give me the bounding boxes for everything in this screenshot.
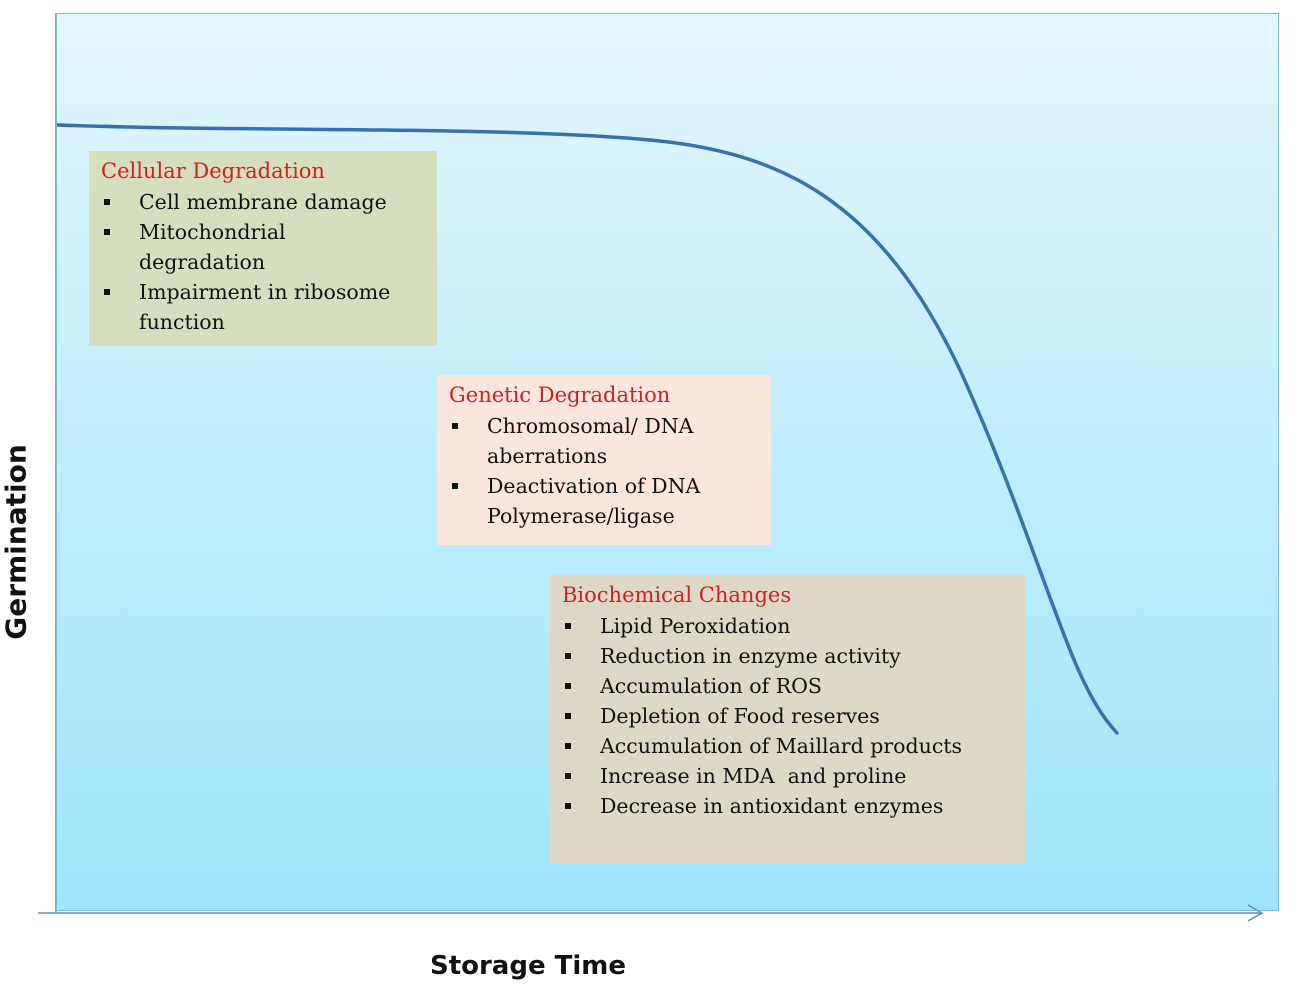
- list-item-text: Chromosomal/ DNA aberrations: [487, 414, 694, 468]
- list-item-text: Accumulation of ROS: [600, 674, 822, 698]
- list-item: Impairment in ribosome function: [101, 277, 439, 337]
- list-item: Reduction in enzyme activity: [562, 641, 1015, 671]
- list-item-text: Lipid Peroxidation: [600, 614, 791, 638]
- bullet-icon: [565, 623, 571, 629]
- genetic-degradation-title: Genetic Degradation: [449, 383, 671, 407]
- list-item: Deactivation of DNA Polymerase/ligase: [449, 471, 757, 531]
- list-item: Chromosomal/ DNA aberrations: [449, 411, 757, 471]
- list-item: Cell membrane damage: [101, 187, 427, 217]
- x-axis-label: Storage Time: [429, 951, 627, 981]
- list-item: Decrease in antioxidant enzymes: [562, 791, 1015, 821]
- y-axis-label: Germination: [0, 444, 33, 640]
- bullet-icon: [565, 713, 571, 719]
- genetic-degradation-list: Chromosomal/ DNA aberrations Deactivatio…: [449, 411, 761, 531]
- list-item-text: Reduction in enzyme activity: [600, 644, 901, 668]
- bullet-icon: [104, 229, 110, 235]
- bullet-icon: [565, 773, 571, 779]
- list-item: Increase in MDA and proline: [562, 761, 1015, 791]
- list-item: Accumulation of ROS: [562, 671, 1015, 701]
- list-item-text: Accumulation of Maillard products: [600, 734, 963, 758]
- list-item: Accumulation of Maillard products: [562, 731, 1015, 761]
- list-item: Mitochondrial degradation: [101, 217, 319, 277]
- cellular-degradation-list: Cell membrane damage Mitochondrial degra…: [101, 187, 427, 337]
- list-item-text: Increase in MDA and proline: [600, 764, 907, 788]
- bullet-icon: [565, 653, 571, 659]
- list-item-text: Cell membrane damage: [139, 190, 387, 214]
- list-item-text: Depletion of Food reserves: [600, 704, 880, 728]
- bullet-icon: [104, 199, 110, 205]
- list-item-text: Deactivation of DNA Polymerase/ligase: [487, 474, 701, 528]
- bullet-icon: [565, 743, 571, 749]
- genetic-degradation-box: Genetic Degradation Chromosomal/ DNA abe…: [437, 375, 771, 545]
- bullet-icon: [452, 483, 458, 489]
- plot-frame: [56, 13, 1279, 911]
- list-item-text: Impairment in ribosome function: [139, 280, 391, 334]
- x-axis-arrowhead: [1247, 904, 1264, 922]
- bullet-icon: [104, 289, 110, 295]
- bullet-icon: [452, 423, 458, 429]
- list-item-text: Decrease in antioxidant enzymes: [600, 794, 944, 818]
- bullet-icon: [565, 803, 571, 809]
- list-item: Depletion of Food reserves: [562, 701, 1015, 731]
- biochemical-changes-box: Biochemical Changes Lipid Peroxidation R…: [550, 575, 1025, 863]
- bullet-icon: [565, 683, 571, 689]
- biochemical-changes-title: Biochemical Changes: [562, 583, 792, 607]
- germination-decline-curve: [56, 123, 1119, 735]
- biochemical-changes-list: Lipid Peroxidation Reduction in enzyme a…: [562, 611, 1015, 821]
- list-item-text: Mitochondrial degradation: [139, 220, 286, 274]
- cellular-degradation-box: Cellular Degradation Cell membrane damag…: [89, 151, 437, 346]
- list-item: Lipid Peroxidation: [562, 611, 1015, 641]
- cellular-degradation-title: Cellular Degradation: [101, 159, 325, 183]
